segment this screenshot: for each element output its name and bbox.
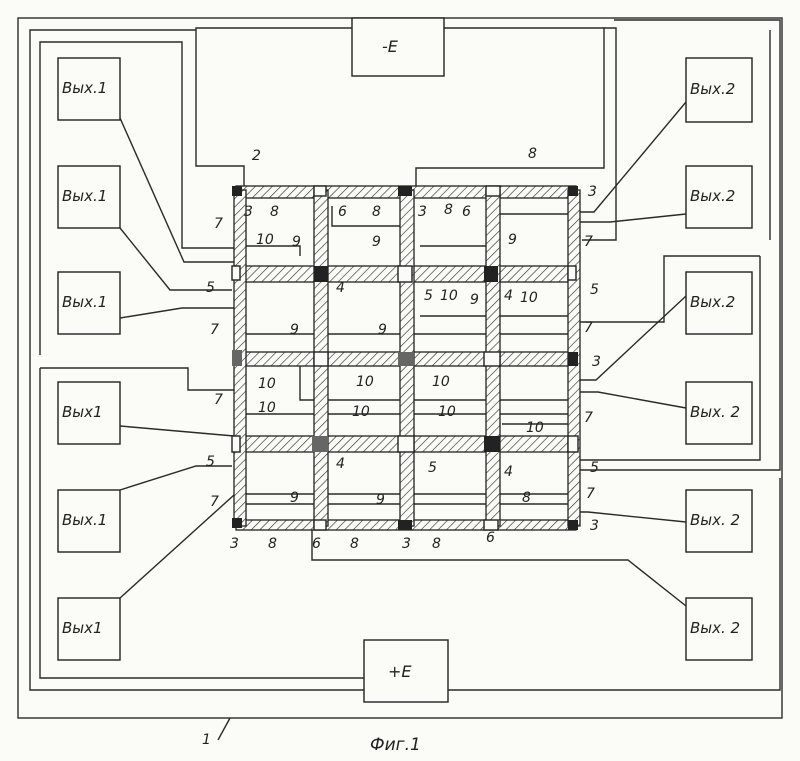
ref-label: 5 <box>590 460 599 476</box>
ref-label: 5 <box>428 460 437 476</box>
left-pad-label: Вых.1 <box>62 187 107 205</box>
ref-label: 5 <box>206 454 215 470</box>
ref-label: 3 <box>230 536 239 552</box>
ref-label: 8 <box>270 204 279 220</box>
figure-caption: Фиг.1 <box>370 735 421 755</box>
substrate-label: 1 <box>202 732 211 748</box>
ref-label: 10 <box>352 404 370 420</box>
ref-label: 6 <box>486 530 495 546</box>
ref-label: 4 <box>336 456 345 472</box>
power-negative-label: -E <box>382 37 399 56</box>
right-pad-label: Вых. 2 <box>690 403 740 421</box>
ref-label: 7 <box>210 322 219 338</box>
right-pads: Вых.2 Вых.2 Вых.2 Вых. 2 Вых. 2 Вых. 2 <box>686 58 752 660</box>
ref-label: 10 <box>438 404 456 420</box>
ref-label: 10 <box>520 290 538 306</box>
power-positive-label: +E <box>388 662 412 681</box>
ref-label: 3 <box>590 518 599 534</box>
substrate-marker: 1 <box>202 718 230 748</box>
ref-label: 4 <box>504 464 513 480</box>
ref-label: 10 <box>356 374 374 390</box>
left-pad-label: Вых.1 <box>62 511 107 529</box>
ref-label: 7 <box>214 216 223 232</box>
power-pad-positive: +E <box>364 640 448 702</box>
ref-label: 9 <box>508 232 517 248</box>
ref-label: 10 <box>258 400 276 416</box>
ref-label: 5 <box>590 282 599 298</box>
ref-label: 5 <box>206 280 215 296</box>
ref-label: 4 <box>504 288 513 304</box>
ref-label: 8 <box>432 536 441 552</box>
ref-label: 6 <box>312 536 321 552</box>
ref-label: 8 <box>350 536 359 552</box>
ref-label: 9 <box>292 234 301 250</box>
ref-label: 9 <box>470 292 479 308</box>
left-pads: Вых.1 Вых.1 Вых.1 Вых1 Вых.1 Вых1 <box>58 58 120 660</box>
ref-label: 3 <box>588 184 597 200</box>
ref-label: 8 <box>268 536 277 552</box>
ref-label: 7 <box>584 234 593 250</box>
ref-label: 7 <box>584 410 593 426</box>
ref-label: 10 <box>526 420 544 436</box>
ref-label: 4 <box>336 280 345 296</box>
ref-label: 2 <box>252 148 261 164</box>
right-pad-label: Вых. 2 <box>690 511 740 529</box>
ref-label: 8 <box>372 204 381 220</box>
ref-label: 7 <box>214 392 223 408</box>
ref-label: 9 <box>290 490 299 506</box>
ref-label: 9 <box>376 492 385 508</box>
power-pad-negative: -E <box>352 18 444 76</box>
ref-label: 8 <box>522 490 531 506</box>
ref-label: 3 <box>244 204 253 220</box>
ref-label: 10 <box>256 232 274 248</box>
ref-label: 5 <box>424 288 433 304</box>
ref-label: 9 <box>372 234 381 250</box>
ref-label: 9 <box>290 322 299 338</box>
ref-label: 6 <box>462 204 471 220</box>
ref-label: 8 <box>444 202 453 218</box>
right-pad-label: Вых.2 <box>690 80 735 98</box>
left-pad-label: Вых.1 <box>62 293 107 311</box>
ref-label: 8 <box>528 146 537 162</box>
left-pad-label: Вых1 <box>62 403 103 421</box>
right-pad-label: Вых.2 <box>690 187 735 205</box>
ref-label: 3 <box>418 204 427 220</box>
ref-label: 3 <box>402 536 411 552</box>
left-pad-label: Вых1 <box>62 619 103 637</box>
ref-label: 10 <box>258 376 276 392</box>
ref-label: 6 <box>338 204 347 220</box>
right-pad-label: Вых. 2 <box>690 619 740 637</box>
ref-label: 9 <box>378 322 387 338</box>
ref-label: 7 <box>586 486 595 502</box>
ref-label: 10 <box>432 374 450 390</box>
left-pad-label: Вых.1 <box>62 79 107 97</box>
right-pad-label: Вых.2 <box>690 293 735 311</box>
ref-label: 10 <box>440 288 458 304</box>
ref-label: 3 <box>592 354 601 370</box>
ref-label: 7 <box>584 320 593 336</box>
ref-label: 7 <box>210 494 219 510</box>
